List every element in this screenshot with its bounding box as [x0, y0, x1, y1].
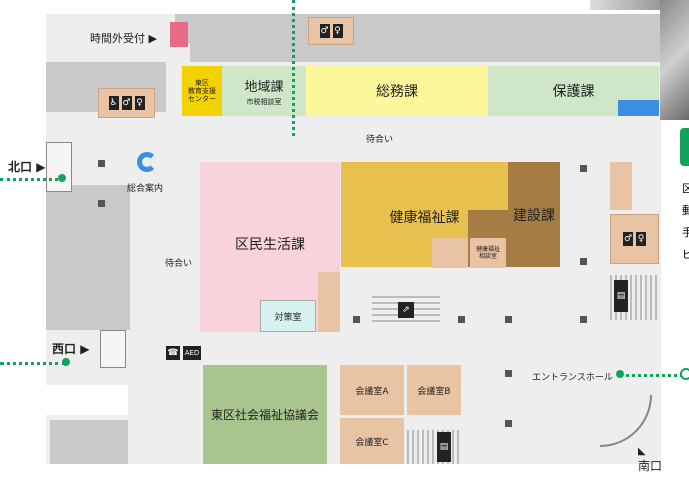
wheelchair-icon: ♿ [108, 96, 119, 110]
room-kensetsu: 建設課 [508, 162, 560, 267]
floor-marker [98, 200, 105, 207]
female-restroom-icon: ♀ [332, 24, 343, 38]
escalator-icon: ⇗ [398, 302, 414, 318]
label-north: 北口 ▶ [8, 158, 45, 175]
room-chiiki-label: 地域課 [244, 79, 284, 95]
west-entrance-gate [100, 330, 126, 368]
label-waiting-top: 待合い [366, 135, 394, 145]
label-waiting-left: 待合い [165, 259, 193, 269]
arrow-down-right-icon: ◣ [638, 446, 646, 457]
route-east-dot [616, 370, 624, 378]
side-text-2: 手 [682, 226, 689, 239]
bottom-left-white [46, 385, 128, 415]
arrow-right-icon: ▶ [148, 32, 157, 45]
room-kaigi-b: 会議室B [407, 365, 461, 415]
route-north [0, 178, 64, 181]
route-top [292, 0, 295, 136]
after-hours-text: 時間外受付 [90, 32, 145, 45]
arrow-right-icon: ▶ [36, 160, 46, 174]
label-south: ◣ 南口 [638, 446, 662, 474]
female-restroom-icon: ♀ [636, 232, 646, 246]
north-entrance-gate [46, 142, 72, 192]
tan-small-1 [432, 238, 454, 268]
tan-strip [318, 272, 340, 332]
floor-marker [505, 316, 512, 323]
floor-marker [505, 370, 512, 377]
route-east-ring [680, 368, 689, 380]
left-wall [46, 185, 130, 330]
male-restroom-icon: ♂ [121, 96, 132, 110]
west-text: 西口 [52, 342, 77, 356]
arrow-right-icon: ▶ [80, 342, 90, 356]
label-west: 西口 ▶ [52, 340, 89, 357]
top-wall [190, 14, 661, 62]
room-somu: 総務課 [306, 66, 488, 116]
room-kaigi-a: 会議室A [340, 365, 404, 415]
floor-marker [458, 316, 465, 323]
aed-icon: AED [183, 346, 201, 360]
male-restroom-icon: ♂ [319, 24, 330, 38]
right-edge-green-tab [680, 128, 689, 166]
bottom-stairs [407, 430, 461, 464]
info-icon [137, 152, 157, 172]
floor-marker [98, 160, 105, 167]
bottom-left-wall [50, 420, 128, 464]
north-text: 北口 [8, 160, 33, 174]
room-shakyo: 東区社会福祉協議会 [203, 365, 327, 464]
label-entrance-hall: エントランスホール [532, 373, 613, 383]
right-edge-photo [660, 0, 689, 120]
room-kyoiku: 東区 教育支援 センター [182, 66, 222, 116]
male-restroom-icon: ♂ [623, 232, 633, 246]
right-edge-photo-top [590, 0, 660, 10]
restroom-top: ♂ ♀ [308, 17, 354, 45]
side-text-0: 区 [682, 182, 689, 195]
route-east [620, 374, 689, 377]
stairs-icon-bottom: ▤ [437, 432, 451, 462]
phone-icon: ☎ [166, 346, 180, 360]
restroom-left: ♿ ♂ ♀ [98, 88, 155, 118]
right-edge-text: 区 郵 手 ビ [682, 178, 689, 266]
restroom-right: ♂ ♀ [610, 214, 659, 264]
route-west [0, 362, 66, 365]
after-hours-room [170, 22, 188, 47]
room-taisaku: 対策室 [260, 300, 316, 332]
label-info: 総合案内 [127, 184, 164, 194]
female-restroom-icon: ♀ [134, 96, 145, 110]
floor-marker [505, 420, 512, 427]
room-kenko-sub: 健康福祉 相談室 [470, 238, 506, 268]
route-west-dot [62, 358, 70, 366]
south-text: 南口 [638, 459, 663, 473]
blue-room [618, 100, 659, 116]
floor-marker [580, 258, 587, 265]
right-stairs-top [610, 162, 632, 210]
side-text-3: ビ [682, 248, 689, 261]
stairs-icon: ▤ [614, 280, 628, 312]
room-chiiki-sub: 市税相談室 [246, 97, 282, 106]
room-kaigi-c: 会議室C [340, 418, 404, 464]
tan-small-2 [454, 238, 468, 268]
side-text-1: 郵 [682, 204, 689, 217]
floor-marker [580, 165, 587, 172]
label-after-hours: 時間外受付 ▶ [90, 30, 157, 46]
floor-marker [580, 316, 587, 323]
route-north-dot [58, 174, 66, 182]
floor-marker [353, 316, 360, 323]
